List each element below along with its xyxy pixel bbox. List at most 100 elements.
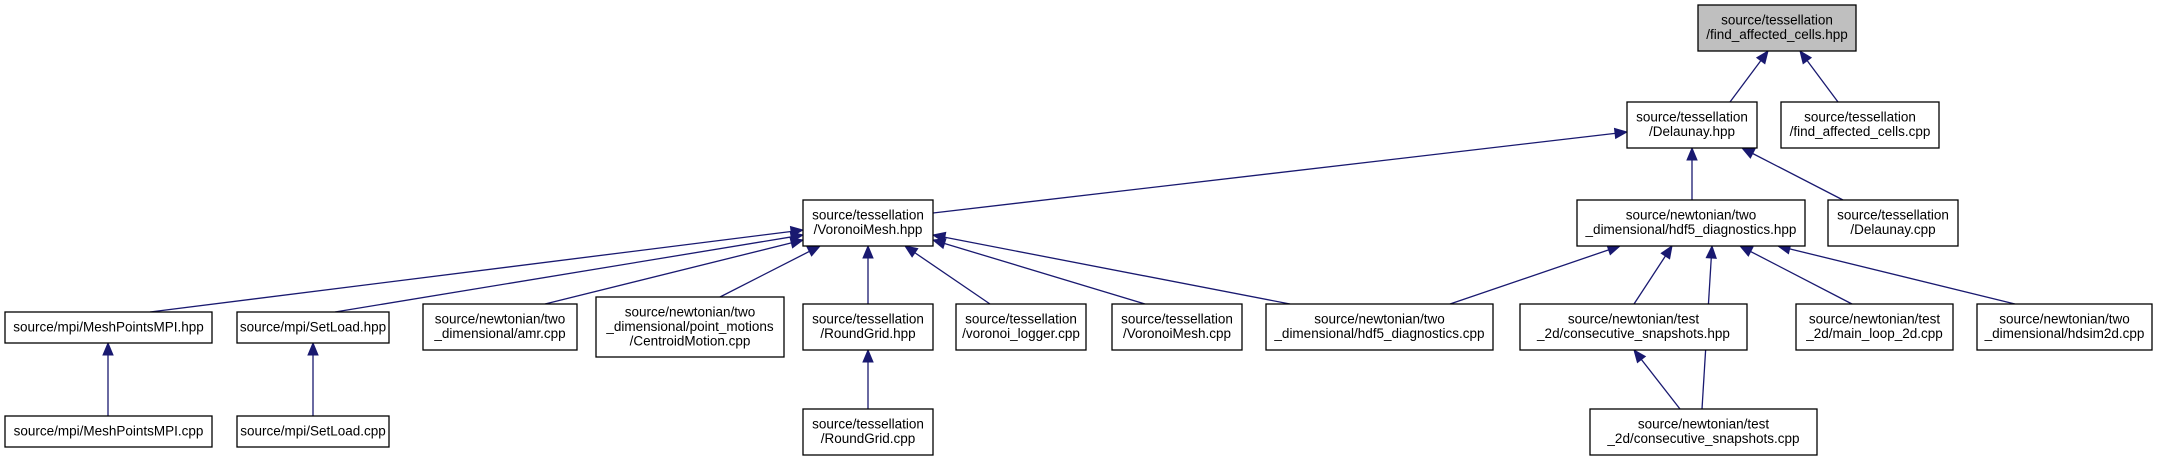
node-box [595,296,785,358]
edge-voronoi-hpp-to-delaunay-hpp [932,127,1629,214]
node-fac-hpp: source/tessellation/find_affected_cells.… [1697,4,1857,52]
node-label-line: source/newtonian/two [1314,312,1445,327]
edge-line [932,132,1616,214]
node-label-line: source/newtonian/test [1638,417,1770,432]
edges-layer [102,49,2016,416]
node-label-line: source/tessellation [1121,312,1233,327]
edge-cons-hpp-to-hdf5-hpp [1633,244,1673,305]
node-label-line: _dimensional/point_motions [605,319,774,334]
node-label-line: /CentroidMotion.cpp [630,333,751,348]
node-label-line: source/tessellation [965,312,1077,327]
node-label-line: /VoronoiMesh.hpp [814,222,923,237]
edge-arrowhead [1755,49,1769,65]
edge-arrowhead [1686,146,1698,161]
edge-arrowhead [1738,245,1754,257]
node-label-line: source/tessellation [1636,110,1748,125]
edge-line [1633,255,1666,305]
edge-mainloop-cpp-to-hdf5-hpp [1738,245,1853,305]
node-amr-cpp[interactable]: source/newtonian/two_dimensional/amr.cpp [422,303,578,351]
node-box [1827,199,1959,247]
edge-arrowhead [862,348,874,363]
node-box [1976,303,2153,351]
node-box [1519,303,1748,351]
node-box [1111,303,1243,351]
edge-hdf5-cpp-to-hdf5-hpp [1449,244,1622,305]
edge-arrowhead [903,245,919,258]
edge-hdf5-hpp-to-delaunay-hpp [1686,146,1698,200]
edge-arrowhead [931,231,947,244]
node-label-line: source/tessellation [1837,208,1949,223]
node-box [802,408,934,456]
node-roundgrid-cpp[interactable]: source/tessellation/RoundGrid.cpp [802,408,934,456]
edge-line [944,242,1146,305]
node-label-line: _dimensional/hdf5_diagnostics.hpp [1585,222,1797,237]
edge-arrowhead [806,245,822,257]
node-box [1265,303,1494,351]
edge-setload-cpp-to-setload-hpp [307,341,319,416]
node-cons-cpp[interactable]: source/newtonian/test_2d/consecutive_sna… [1589,408,1818,456]
node-label-line: source/mpi/SetLoad.hpp [240,319,386,334]
edge-roundgrid-cpp-to-roundgrid-hpp [862,348,874,409]
edge-arrowhead [1740,147,1756,159]
edge-arrowhead [1633,348,1647,364]
node-label-line: source/newtonian/two [1999,312,2130,327]
node-setload-hpp[interactable]: source/mpi/SetLoad.hpp [236,311,390,344]
edge-delaunay-cpp-to-delaunay-hpp [1740,147,1844,201]
edge-roundgrid-hpp-to-voronoi-hpp [862,244,874,304]
node-voronoi-hpp[interactable]: source/tessellation/VoronoiMesh.hpp [802,199,934,247]
node-box [236,311,390,344]
edge-arrowhead [789,237,805,249]
node-box [955,303,1087,351]
node-delaunay-hpp[interactable]: source/tessellation/Delaunay.hpp [1626,101,1758,149]
node-meshpoints-cpp[interactable]: source/mpi/MeshPointsMPI.cpp [4,415,213,448]
node-fac-cpp[interactable]: source/tessellation/find_affected_cells.… [1780,101,1940,149]
node-label-line: source/tessellation [1804,110,1916,125]
node-label-line: _dimensional/hdsim2d.cpp [1984,326,2145,341]
edge-meshpoints-cpp-to-meshpoints-hpp [102,341,114,416]
node-label-line: source/newtonian/test [1568,312,1700,327]
node-label-line: source/newtonian/two [1626,208,1757,223]
node-centroid-cpp[interactable]: source/newtonian/two_dimensional/point_m… [595,296,785,358]
node-label-line: source/newtonian/two [435,312,566,327]
node-mainloop-cpp[interactable]: source/newtonian/test_2d/main_loop_2d.cp… [1795,303,1954,351]
edge-line [914,252,991,305]
node-label-line: source/tessellation [812,312,924,327]
edge-fac-cpp-to-fac-hpp [1799,49,1839,103]
node-box [802,199,934,247]
node-vlogger-cpp[interactable]: source/tessellation/voronoi_logger.cpp [955,303,1087,351]
node-label-line: _2d/consecutive_snapshots.cpp [1606,431,1799,446]
edge-vlogger-cpp-to-voronoi-hpp [903,245,991,305]
edge-voronoi-cpp-to-voronoi-hpp [931,238,1146,305]
edge-cons-cpp-to-cons-hpp [1633,348,1681,410]
node-label-line: /RoundGrid.cpp [821,431,916,446]
node-box [4,311,213,344]
node-hdf5-hpp[interactable]: source/newtonian/two_dimensional/hdf5_di… [1576,199,1806,247]
node-hdsim-cpp[interactable]: source/newtonian/two_dimensional/hdsim2d… [1976,303,2153,351]
node-box [1780,101,1940,149]
node-box [422,303,578,351]
node-hdf5-cpp[interactable]: source/newtonian/two_dimensional/hdf5_di… [1265,303,1494,351]
node-cons-hpp[interactable]: source/newtonian/test_2d/consecutive_sna… [1519,303,1748,351]
node-box [4,415,213,448]
node-label-line: source/newtonian/test [1809,312,1941,327]
node-label-line: _2d/main_loop_2d.cpp [1805,326,1943,341]
edge-delaunay-hpp-to-fac-hpp [1729,49,1769,103]
node-label-line: /RoundGrid.hpp [820,326,915,341]
node-label-line: _dimensional/hdf5_diagnostics.cpp [1273,326,1484,341]
edge-hdsim-cpp-to-hdf5-hpp [1776,243,2016,305]
node-meshpoints-hpp[interactable]: source/mpi/MeshPointsMPI.hpp [4,311,213,344]
node-roundgrid-hpp[interactable]: source/tessellation/RoundGrid.hpp [802,303,934,351]
node-voronoi-cpp[interactable]: source/tessellation/VoronoiMesh.cpp [1111,303,1243,351]
edge-amr-cpp-to-voronoi-hpp [544,237,805,305]
node-box [1576,199,1806,247]
edge-arrowhead [1613,127,1629,140]
edge-hdf5-cpp-to-voronoi-hpp [931,231,1291,305]
node-delaunay-cpp[interactable]: source/tessellation/Delaunay.cpp [1827,199,1959,247]
node-setload-cpp[interactable]: source/mpi/SetLoad.cpp [236,415,390,448]
node-box [1589,408,1818,456]
edge-line [334,236,792,313]
node-label-line: source/mpi/MeshPointsMPI.hpp [13,319,204,334]
edge-line [149,230,792,313]
edge-arrowhead [1799,49,1813,65]
